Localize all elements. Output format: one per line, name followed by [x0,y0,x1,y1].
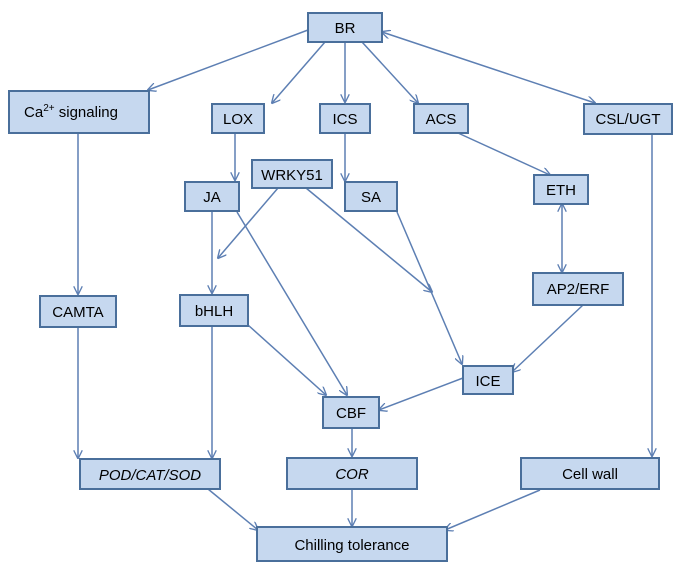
node-ics: ICS [319,103,371,134]
edge-br-csl-ugt-bidirectional [382,32,595,103]
node-cell-wall: Cell wall [520,457,660,490]
node-ja-label: JA [203,189,221,206]
node-ap2-erf-label: AP2/ERF [547,281,610,298]
node-ja: JA [184,181,240,212]
edge-acs-to-eth [457,132,550,175]
node-wrky51: WRKY51 [251,159,333,189]
edge-br-to-lox [272,41,326,103]
node-sa: SA [344,181,398,212]
node-pod-cat-sod-label: POD/CAT/SOD [99,467,201,484]
edge-br-to-ca-signaling [148,29,309,90]
node-acs: ACS [413,103,469,134]
node-cell-wall-label: Cell wall [562,466,618,483]
node-br-label: BR [335,20,356,37]
node-ap2-erf: AP2/ERF [532,272,624,306]
ca-main-text: Ca [24,104,44,121]
ca-tail-text: signaling [55,104,118,121]
node-chilling-tolerance-label: Chilling tolerance [294,537,409,554]
node-csl-ugt: CSL/UGT [583,103,673,135]
node-cbf: CBF [322,396,380,429]
node-chilling-tolerance: Chilling tolerance [256,526,448,562]
node-cor: COR [286,457,418,490]
node-wrky51-label: WRKY51 [261,167,323,184]
edge-pod-cat-sod-to-chilling [207,488,258,530]
node-camta: CAMTA [39,295,117,328]
node-eth: ETH [533,174,589,205]
edge-ja-to-cbf [236,211,347,395]
node-br: BR [307,12,383,43]
edge-wrky51-to-bhlh [218,187,279,258]
node-camta-label: CAMTA [52,304,103,321]
node-sa-label: SA [361,189,381,206]
edge-br-to-acs [361,41,418,103]
ca-superscript: 2+ [43,103,55,114]
edge-ap2-erf-to-ice [512,304,584,372]
node-ca-signaling-label: Ca2+ signaling [24,103,118,121]
edge-ice-to-cbf [379,377,464,410]
node-pod-cat-sod: POD/CAT/SOD [79,458,221,490]
node-cbf-label: CBF [336,405,366,422]
edge-cell-wall-to-chilling [445,489,541,530]
edge-bhlh-to-cbf [247,324,326,395]
edge-wrky51-to-ice [305,187,432,292]
edges [78,29,652,530]
node-ice: ICE [462,365,514,395]
edge-sa-to-ice [396,211,462,364]
node-lox: LOX [211,103,265,134]
node-ics-label: ICS [332,111,357,128]
node-ca-signaling: Ca2+ signaling [8,90,150,134]
node-acs-label: ACS [426,111,457,128]
node-bhlh: bHLH [179,294,249,327]
node-csl-ugt-label: CSL/UGT [595,111,660,128]
node-eth-label: ETH [546,182,576,199]
node-cor-label: COR [335,466,369,483]
node-bhlh-label: bHLH [195,303,233,320]
node-ice-label: ICE [475,373,500,390]
node-lox-label: LOX [223,111,253,128]
